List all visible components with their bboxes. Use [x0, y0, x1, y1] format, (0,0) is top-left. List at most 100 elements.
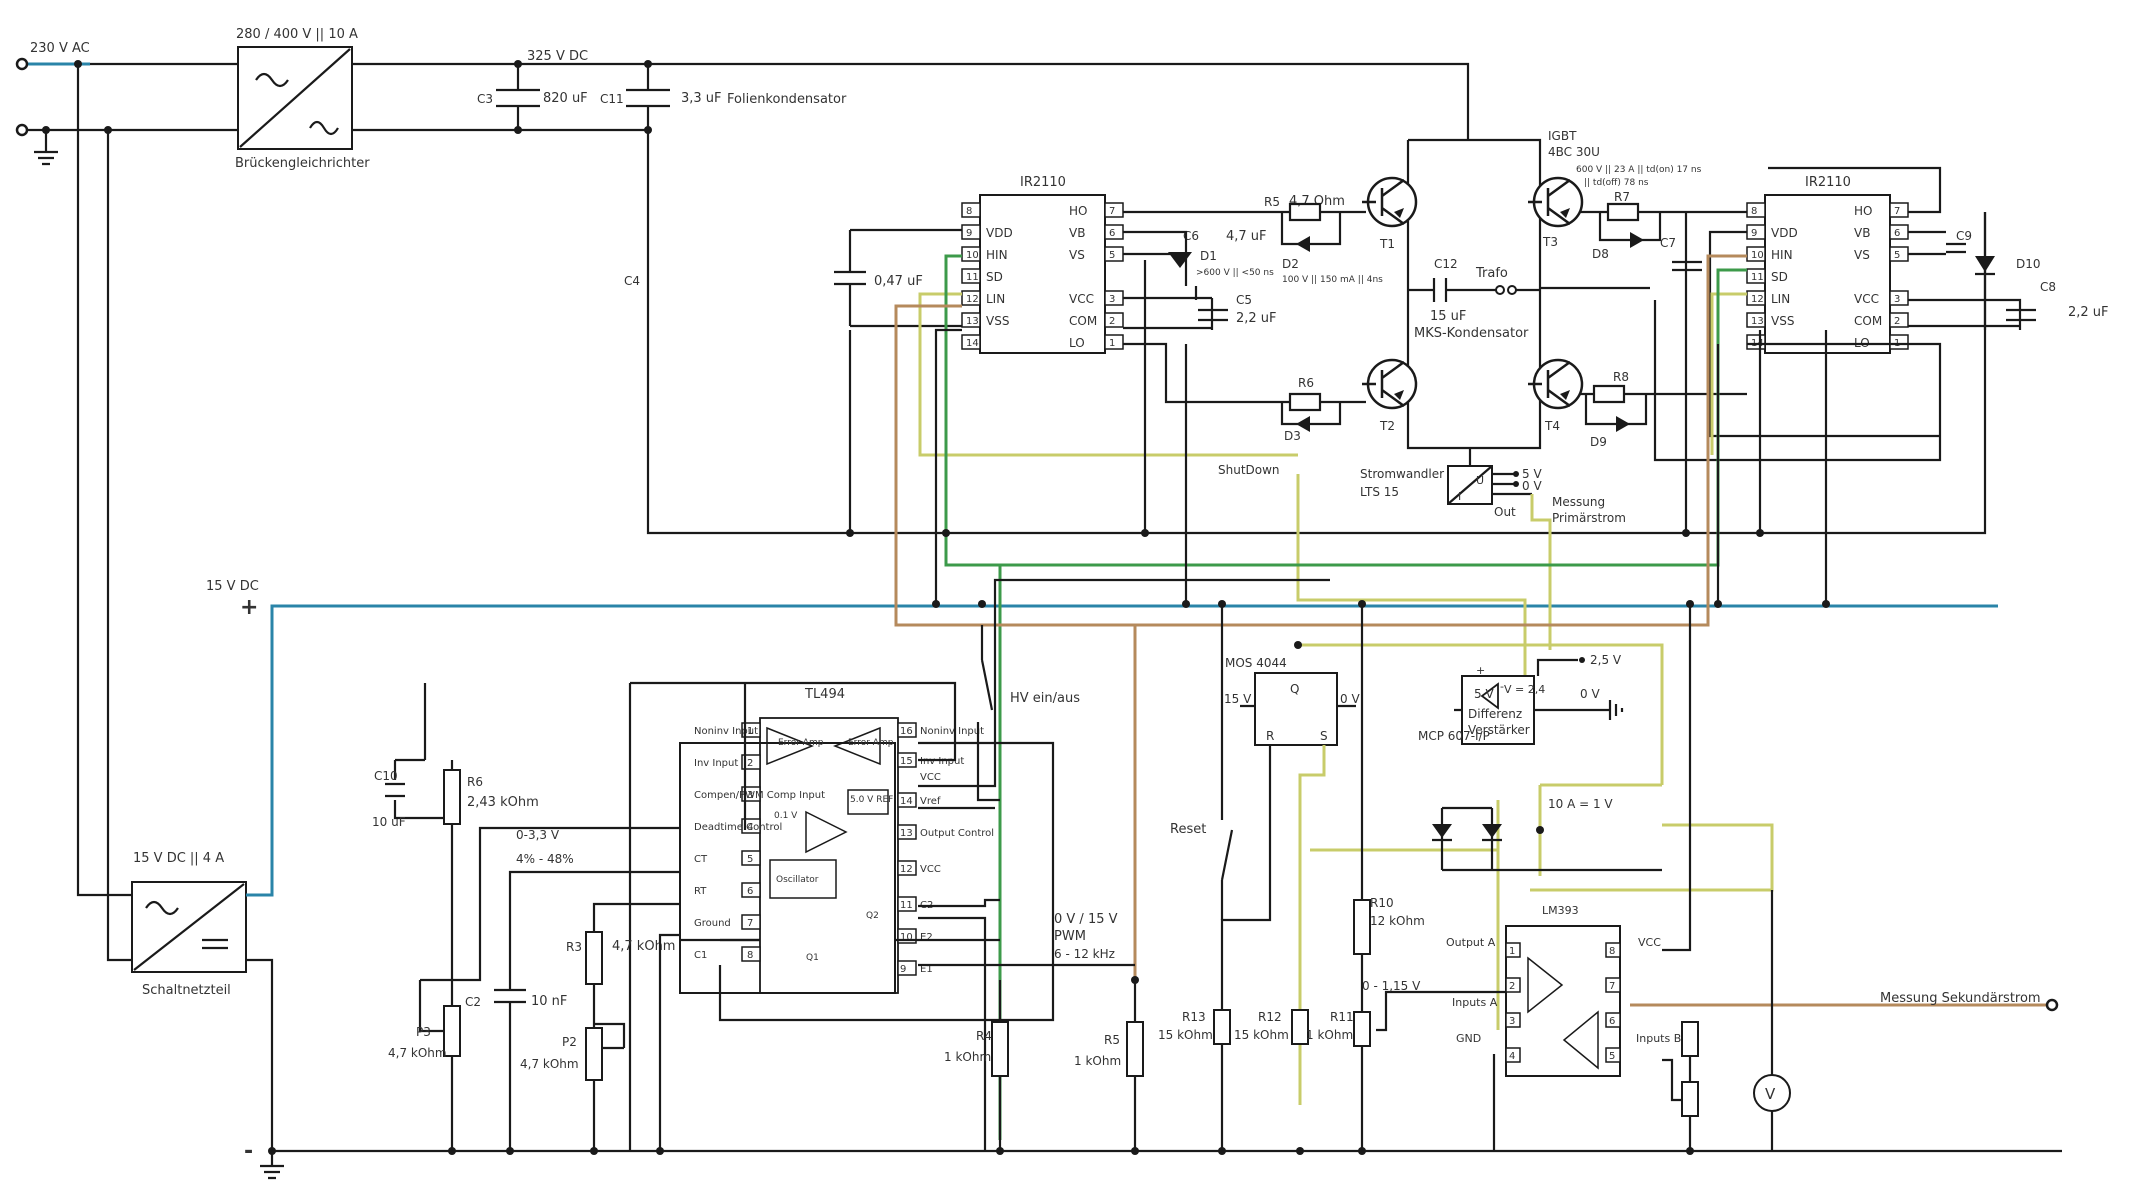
tl494-pin-2 [741, 754, 761, 770]
sensor-type: LTS 15 [1360, 485, 1399, 499]
rectifier-rating: 280 / 400 V || 10 A [236, 27, 358, 42]
ff-q: Q [1290, 682, 1299, 696]
c9-label: C9 [1956, 229, 1972, 243]
d8-label: D8 [1592, 247, 1609, 261]
q1-label: Q1 [806, 953, 819, 963]
rectifier-label: Brückengleichrichter [235, 156, 370, 171]
r13-value: 15 kOhm [1158, 1028, 1213, 1042]
tl494-pin-label: Noninv Input [920, 726, 984, 737]
r6-value: 2,43 kOhm [467, 795, 539, 810]
t4-label: T4 [1544, 419, 1560, 433]
c2-value: 10 nF [531, 994, 567, 1009]
ac-terminal-l [15, 57, 29, 71]
pin-number: 5 [1609, 1051, 1615, 1062]
igbt-spec2: || td(off) 78 ns [1584, 178, 1649, 188]
pin-number: 12 [1751, 294, 1764, 305]
lm393-inputsa: Inputs A [1452, 996, 1498, 1009]
pin-number: 8 [1609, 946, 1615, 957]
hv-switch-label: HV ein/aus [1010, 691, 1080, 706]
sensor-out: Out [1494, 505, 1516, 519]
lm393-inputsb: Inputs B [1636, 1032, 1681, 1045]
tl494-pin-label: E2 [920, 932, 933, 943]
r13-label: R13 [1182, 1010, 1206, 1024]
pin-number: 8 [966, 206, 972, 217]
pin-label: VCC [1854, 292, 1879, 306]
pin-number: 11 [1751, 272, 1764, 283]
pin-number: 4 [747, 822, 753, 833]
pin-number: 6 [747, 886, 753, 897]
lm393 [1505, 925, 1621, 1077]
pin-number: 8 [747, 950, 753, 961]
range1: 0-3,3 V [516, 828, 560, 842]
pin-number: 1 [1509, 946, 1515, 957]
tl494-pin-label: Ground [694, 918, 731, 929]
pin-label: HIN [1771, 248, 1793, 262]
c4-value: 0,47 uF [874, 274, 923, 289]
tl494-pin-1 [741, 722, 761, 738]
pin-number: 10 [1751, 250, 1764, 261]
tl494-pin-8 [741, 946, 761, 962]
pin-number: 14 [900, 796, 913, 807]
pin-number: 9 [1751, 228, 1757, 239]
igbt-transistor [1528, 176, 1584, 228]
lm393-outa: Output A [1446, 936, 1496, 949]
t3-label: T3 [1542, 235, 1558, 249]
tl494-pin-label: RT [694, 886, 707, 897]
ff-r: R [1266, 729, 1274, 743]
tl494-pin-label: Inv Input [694, 758, 738, 769]
t2-label: T2 [1379, 419, 1395, 433]
r11-range: 0 - 1,15 V [1362, 979, 1421, 993]
pin-number: 5 [1894, 250, 1900, 261]
p2-label: P2 [562, 1035, 577, 1049]
c11-value: 3,3 uF [681, 91, 722, 106]
plus-sign: + [240, 595, 258, 620]
c12-value: 15 uF [1430, 309, 1466, 324]
ir2110-right-title: IR2110 [1805, 175, 1851, 190]
diffamp-5v: 5 V [1474, 687, 1494, 701]
r6-label-ctl: R6 [467, 775, 483, 789]
tl494-pin-9 [897, 960, 917, 976]
tl494-pin-15 [897, 752, 917, 768]
pin-number: 12 [966, 294, 979, 305]
pin-number: 6 [1894, 228, 1900, 239]
pin-10 [961, 246, 981, 262]
pin-1 [1104, 334, 1124, 350]
reset-label: Reset [1170, 822, 1206, 837]
trafo-label: Trafo [1475, 266, 1508, 281]
c12-label: C12 [1434, 257, 1458, 271]
pwm-levels: 0 V / 15 V [1054, 912, 1118, 927]
tl494-pin-label: E1 [920, 964, 933, 975]
osc-label: Oscillator [776, 875, 819, 885]
diffamp-v24: V = 2,4 [1504, 683, 1545, 696]
r5-label-ctl: R5 [1104, 1033, 1120, 1047]
lm393-pin-6 [1605, 1012, 1621, 1028]
tl494-pin-label: CT [694, 854, 708, 865]
pin-label: VS [1854, 248, 1870, 262]
pin-number: 6 [1609, 1016, 1615, 1027]
q2-label: Q2 [866, 911, 879, 921]
tl494-pin-label: C1 [694, 950, 707, 961]
tl494-pin-label: Vref [920, 796, 941, 807]
pin-10 [1746, 246, 1766, 262]
c3-value: 820 uF [543, 91, 588, 106]
pin-label: VB [1069, 226, 1085, 240]
ac-terminal-n [15, 123, 29, 137]
mcp-label: MCP 607-I/P [1418, 729, 1490, 743]
pin-number: 15 [900, 756, 913, 767]
tl494-pin-14 [897, 792, 917, 808]
voltmeter-label: V [1765, 1085, 1776, 1103]
pin-number: 2 [1509, 981, 1515, 992]
c12-note: MKS-Kondensator [1414, 326, 1529, 341]
pin-label: VDD [1771, 226, 1798, 240]
pin-label: VSS [986, 314, 1009, 328]
tl494-pin-5 [741, 850, 761, 866]
pin-12 [1746, 290, 1766, 306]
sensor-0v: 0 V [1522, 479, 1542, 493]
ff-0v: 0 V [1340, 692, 1360, 706]
signal-buses [894, 254, 2050, 1140]
pin-label: VB [1854, 226, 1870, 240]
r11-label: R11 [1330, 1010, 1354, 1024]
scale-label: 10 A = 1 V [1548, 797, 1613, 811]
tl494-pin-label: Compen/PWM Comp Input [694, 790, 825, 801]
sensor-u: U [1476, 474, 1484, 487]
